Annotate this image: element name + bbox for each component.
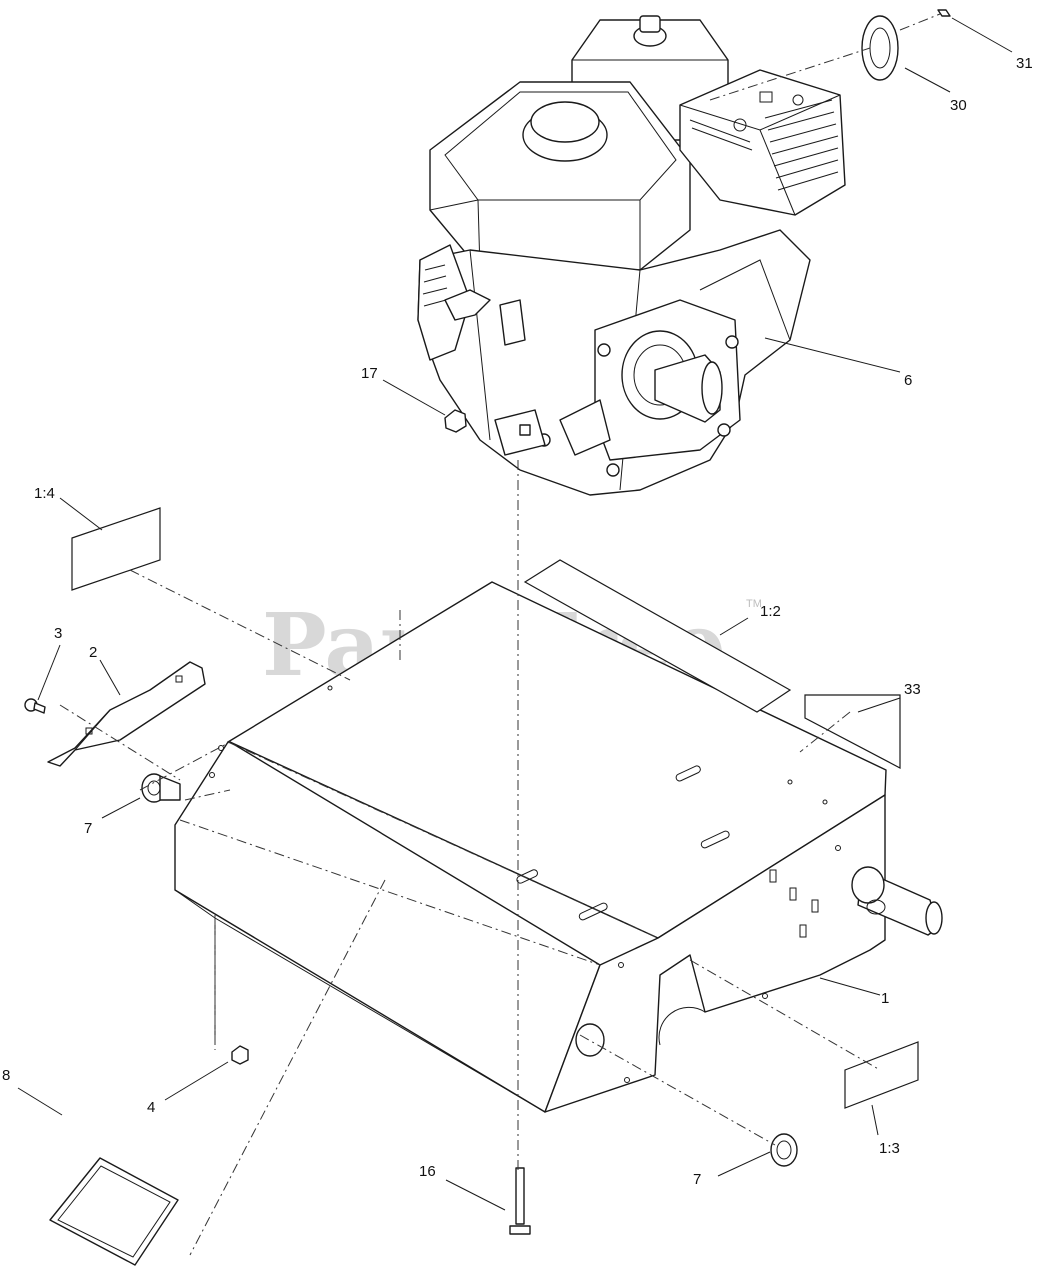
callout-7-bottom: 7	[693, 1171, 701, 1188]
callout-16: 16	[419, 1163, 436, 1180]
decal-1-3[interactable]	[844, 1041, 919, 1109]
callout-labels: 31 30 6 17 1:4 1:2 33 3 2 7 1 4 1:3 8 16…	[2, 55, 1033, 1188]
callout-2: 2	[89, 644, 97, 661]
engine[interactable]	[417, 15, 846, 496]
callout-30: 30	[950, 97, 967, 114]
nut-part-17[interactable]	[444, 409, 467, 433]
callout-1-2: 1:2	[760, 603, 781, 620]
callout-31: 31	[1016, 55, 1033, 72]
decal-1-2[interactable]	[523, 559, 792, 713]
callout-4: 4	[147, 1099, 155, 1116]
callout-6: 6	[904, 372, 912, 389]
main-frame[interactable]	[174, 581, 887, 1113]
trademark-mark: TM	[746, 598, 762, 610]
callout-17: 17	[361, 365, 378, 382]
callout-33: 33	[904, 681, 921, 698]
screw-part-31[interactable]	[937, 9, 951, 17]
screw-part-3[interactable]	[24, 698, 46, 714]
decal-part-8[interactable]	[49, 1157, 179, 1266]
nut-part-4[interactable]	[231, 1045, 249, 1065]
bushing-part-7-bottom[interactable]	[770, 1133, 798, 1167]
gasket-part-30[interactable]	[861, 15, 899, 81]
callout-3: 3	[54, 625, 62, 642]
assembly-lines	[59, 13, 941, 1256]
decal-1-4[interactable]	[71, 507, 161, 591]
axle-tube[interactable]	[851, 866, 943, 936]
callout-8: 8	[2, 1067, 10, 1084]
callout-1-4: 1:4	[34, 485, 55, 502]
callout-7-left: 7	[84, 820, 92, 837]
decal-33[interactable]	[804, 694, 901, 769]
bushing-part-7-left[interactable]	[141, 773, 181, 803]
leader-lines	[17, 17, 1013, 1211]
bolt-part-16[interactable]	[509, 1167, 531, 1235]
callout-1-3: 1:3	[879, 1140, 900, 1157]
callout-1: 1	[881, 990, 889, 1007]
bracket-part-2[interactable]	[47, 661, 206, 767]
